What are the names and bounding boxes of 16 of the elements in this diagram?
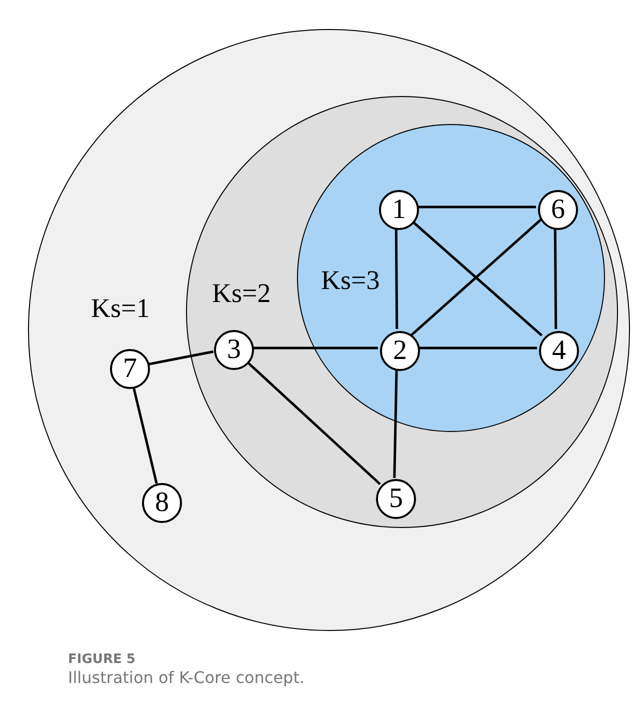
vertex-circle: 1 <box>379 190 419 230</box>
vertex-circle: 7 <box>110 349 150 389</box>
figure-number: FIGURE 5 <box>68 652 136 667</box>
edge-line <box>147 350 214 366</box>
vertex-circle: 6 <box>538 190 578 230</box>
vertex-circle: 8 <box>142 483 182 523</box>
core-label: Ks=1 <box>91 293 150 323</box>
vertex-circle: 2 <box>380 331 420 371</box>
core-label: Ks=3 <box>321 265 380 295</box>
edge-line <box>251 346 378 350</box>
vertex-circle: 4 <box>539 331 579 371</box>
figure-caption: Illustration of K-Core concept. <box>68 668 305 687</box>
vertex-circle: 3 <box>214 330 254 370</box>
vertex-circle: 5 <box>376 479 416 519</box>
core-label: Ks=2 <box>212 278 271 308</box>
edge-line <box>132 386 158 484</box>
